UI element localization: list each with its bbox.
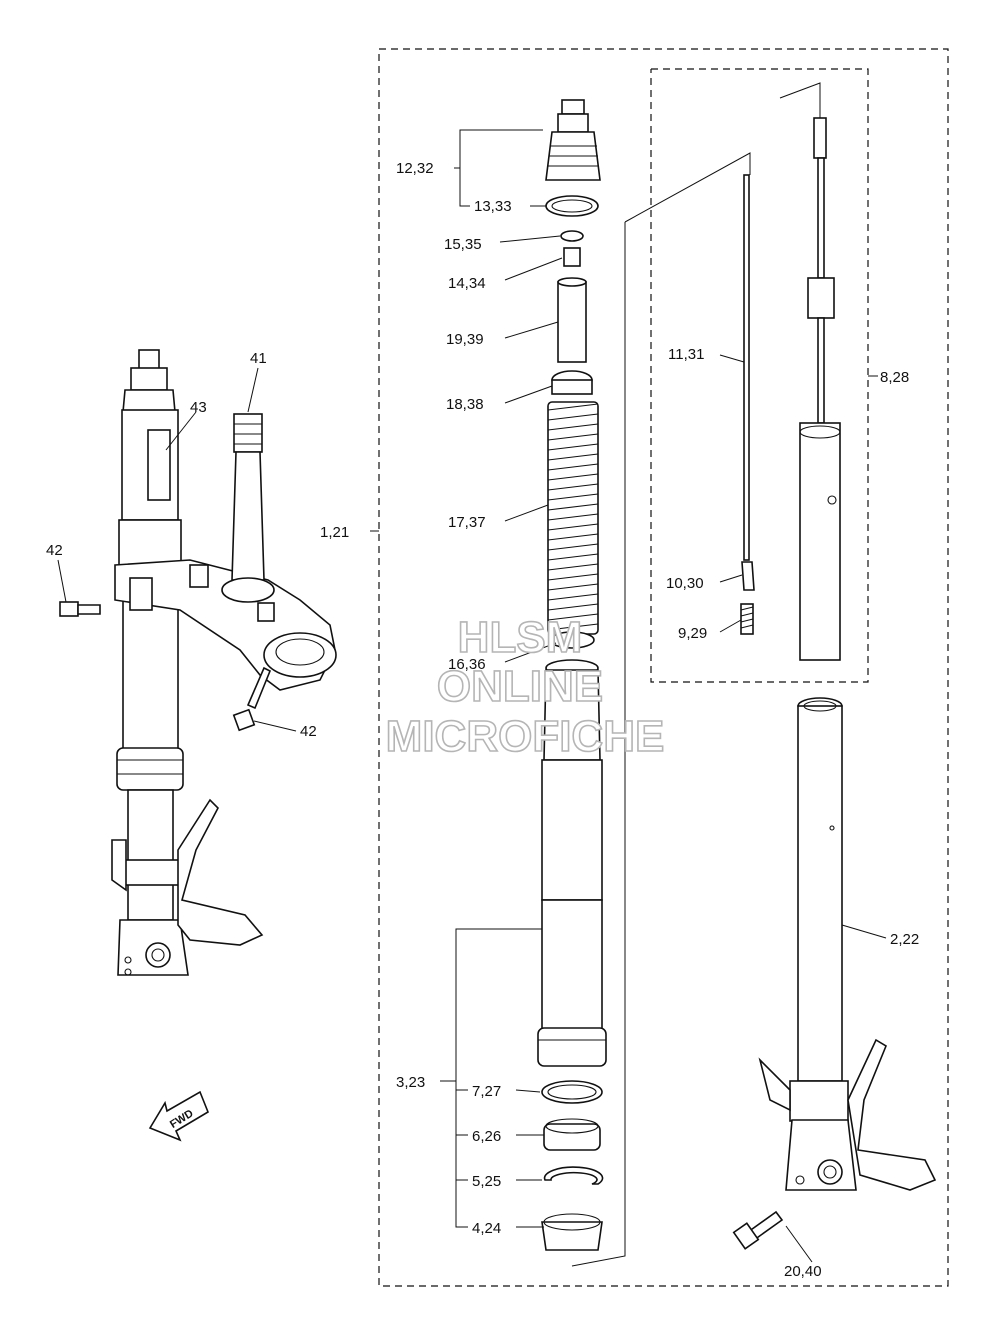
label-11-31: 11,31: [668, 346, 704, 363]
label-7-27: 7,27: [472, 1083, 501, 1100]
label-12-32: 12,32: [396, 160, 434, 177]
label-9-29: 9,29: [678, 625, 707, 642]
label-42-left: 42: [46, 542, 63, 559]
label-6-26: 6,26: [472, 1128, 501, 1145]
fork-assembly-group-box: [378, 48, 949, 1287]
label-41: 41: [250, 350, 267, 367]
watermark: HLSM ONLINE MICROFICHE: [385, 612, 665, 762]
label-10-30: 10,30: [666, 575, 704, 592]
leader-lines: [57, 82, 887, 1267]
forward-direction-arrow: FWD: [148, 1090, 209, 1142]
damper-assembly-group-box: [650, 68, 869, 683]
label-1-21: 1,21: [320, 524, 349, 541]
part-number-labels: 12,32 13,33 15,35 14,34 19,39 18,38 17,3…: [46, 160, 919, 1280]
label-4-24: 4,24: [472, 1220, 501, 1237]
inner-tube-and-axle-bracket: [732, 697, 937, 1250]
label-8-28: 8,28: [880, 369, 909, 386]
label-14-34: 14,34: [448, 275, 486, 292]
label-18-38: 18,38: [446, 396, 484, 413]
label-13-33: 13,33: [474, 198, 512, 215]
watermark-line-3: MICROFICHE: [386, 712, 665, 761]
exploded-cap-and-spring-stack: [545, 99, 601, 649]
label-19-39: 19,39: [446, 331, 484, 348]
label-3-23: 3,23: [396, 1074, 425, 1091]
label-15-35: 15,35: [444, 236, 482, 253]
outer-tube-and-seals: [537, 659, 607, 1251]
watermark-line-2: ONLINE: [437, 662, 603, 711]
label-20-40: 20,40: [784, 1263, 822, 1280]
label-2-22: 2,22: [890, 931, 919, 948]
label-16-36: 16,36: [448, 656, 486, 673]
label-43: 43: [190, 399, 207, 416]
label-17-37: 17,37: [448, 514, 486, 531]
label-42-bottom: 42: [300, 723, 317, 740]
watermark-line-1: HLSM: [458, 613, 583, 662]
damper-rod-assembly: [740, 117, 841, 661]
assembled-fork-illustration: [59, 349, 337, 976]
label-5-25: 5,25: [472, 1173, 501, 1190]
